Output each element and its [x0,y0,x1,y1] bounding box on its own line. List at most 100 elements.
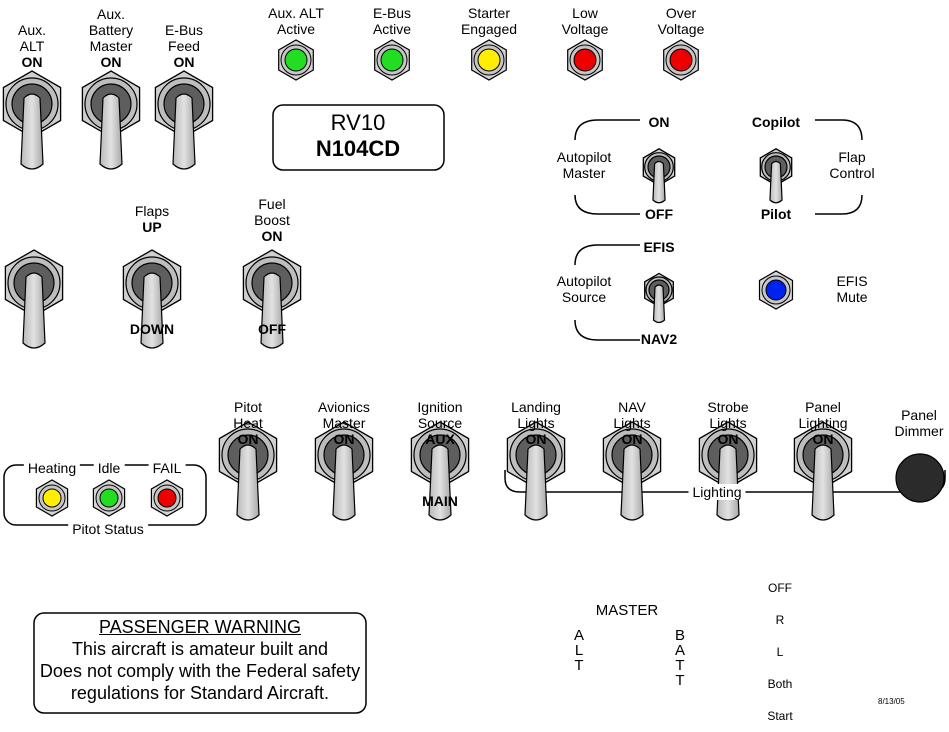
pitot-status-light [150,479,184,517]
autopilot-source-label-line: Source [561,289,607,305]
top-switch-toggle[interactable] [2,70,62,170]
bottom-switch-toggle[interactable] [410,421,470,521]
placard-registration: N104CD [315,136,401,161]
autopilot-source-down: NAV2 [640,331,678,347]
efis-mute-button [758,270,794,310]
indicator-light [471,39,507,81]
pitot-light-label: Idle [93,460,125,476]
top-switch-label-line: E-Bus [164,22,204,38]
flap-control-label-line: Flap [838,149,866,165]
indicator-label-line: Over [665,5,697,21]
autopilot-master-on: ON [648,114,670,130]
flap-control-label-line: Control [829,165,875,181]
bottom-switch-toggle[interactable] [793,421,853,521]
bottom-switch-label-state: ON [333,431,355,447]
bottom-switch-label-state: AUX [425,431,455,447]
flap-control-down: Pilot [760,206,792,222]
placard: RV10 N104CD [316,110,400,162]
top-switch-toggle[interactable] [154,70,214,170]
batt-letter: A [675,642,686,659]
bottom-switch-label-state: ON [717,431,739,447]
pitot-status-light [35,479,69,517]
autopilot-master-bracket [574,119,640,141]
bottom-switch-label-state: ON [621,431,643,447]
bottom-switch-label-state: ON [812,431,834,447]
bottom-switch-toggle[interactable] [506,421,566,521]
master-key-title: MASTER [595,602,659,619]
placard-frame [272,104,445,171]
alt-letter: T [574,657,584,674]
bottom-switch-label-line: Pitot [233,399,263,415]
bottom-switch-label-state: ON [525,431,547,447]
panel-dimmer-label-line: Dimmer [894,423,944,439]
key-position: Start [767,709,793,723]
autopilot-master-label-line: Autopilot [556,149,612,165]
bottom-switch-toggle[interactable] [218,421,278,521]
flap-control-up: Copilot [751,114,801,130]
bottom-switch-label-line: Landing [511,399,561,415]
autopilot-master-toggle[interactable] [642,148,676,204]
pitot-status-title: Pitot Status [68,521,148,537]
autopilot-source-label-line: Autopilot [556,273,612,289]
placard-model: RV10 [330,110,386,135]
flap-control-toggle[interactable] [759,148,793,204]
autopilot-source-toggle[interactable] [644,272,674,324]
warning-line: regulations for Standard Aircraft. [70,683,330,703]
autopilot-source-bracket [574,244,640,266]
passenger-warning: PASSENGER WARNING This aircraft is amate… [40,616,360,704]
pitot-light-label: Heating [23,460,81,476]
key-position: Both [767,677,793,691]
bottom-switch-label-line: Lights [709,415,747,431]
bottom-switch-toggle[interactable] [314,421,374,521]
lighting-group-label: Lighting [688,484,746,500]
bottom-switch-label-line: Source [417,415,463,431]
fuel-boost-label-line: Boost [254,212,290,228]
unlabeled-toggle[interactable] [4,249,64,349]
autopilot-source-up: EFIS [643,239,675,255]
top-switch-label-line: Aux. [17,22,47,38]
flap-control-bracket [815,119,863,141]
indicator-label-line: Engaged [460,21,518,37]
flaps-toggle[interactable] [122,249,182,349]
bottom-switch-label-line: NAV [618,399,646,415]
top-switch-label-line: Master [89,38,133,54]
top-switch-label-line: ALT [19,38,45,54]
bottom-switch-off-label: MAIN [422,493,458,509]
master-key-alt: A L T [574,628,584,673]
bottom-switch-label-line: Lights [517,415,555,431]
fuel-boost-label-line: Fuel [258,196,286,212]
panel-dimmer-knob[interactable] [895,453,945,503]
fuel-boost-label-state: ON [261,228,283,244]
indicator-label-line: Aux. ALT [268,5,324,21]
indicator-label-line: Starter [467,5,510,21]
fuel-boost-toggle[interactable] [242,249,302,349]
flaps-down-label: DOWN [129,321,175,337]
top-switch-label-line: Battery [88,22,134,38]
bottom-switch-toggle[interactable] [698,421,758,521]
bottom-switch-toggle[interactable] [602,421,662,521]
top-switch-toggle[interactable] [81,70,141,170]
bottom-switch-label-line: Ignition [417,399,463,415]
fuel-boost-off-label: OFF [258,321,286,337]
autopilot-master-off: OFF [645,206,673,222]
warning-line: This aircraft is amateur built and [71,639,329,659]
pitot-status-light [92,479,126,517]
indicator-light [374,39,410,81]
alt-letter: L [574,642,584,659]
efis-mute-label-line: EFIS [836,273,868,289]
indicator-label-line: Voltage [561,21,609,37]
indicator-label-line: Active [372,21,412,37]
warning-line: Does not comply with the Federal safety [39,661,361,681]
